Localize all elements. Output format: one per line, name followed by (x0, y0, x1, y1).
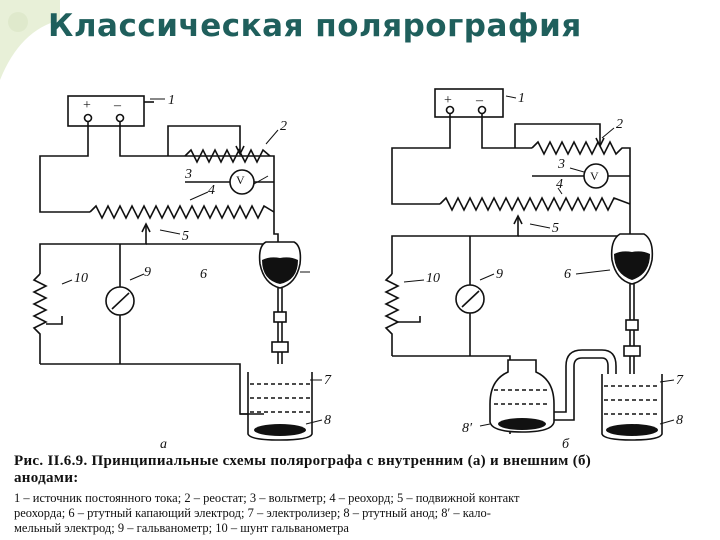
label-b-8-prime: 8′ (462, 421, 473, 436)
minus-sign-b: – (475, 93, 484, 108)
rheochord-b (439, 196, 631, 212)
voltmeter-symbol-a: V (236, 173, 245, 187)
label-b-1: 1 (518, 91, 525, 106)
label-a-4: 4 (208, 183, 215, 198)
label-b-6: 6 (564, 267, 571, 282)
label-a-10: 10 (74, 271, 88, 286)
rheostat-a (184, 148, 271, 164)
label-b-2: 2 (616, 117, 623, 132)
page-title: Классическая полярография (48, 8, 582, 44)
polarograph-diagrams: + – 1 2 3 4 5 6 7 8 9 10 V а + – 1 2 3 4… (32, 88, 684, 452)
label-b-8: 8 (676, 413, 683, 428)
calomel-flask (489, 359, 555, 433)
caption-title-line-1: Рис. II.6.9. Принципиальные схемы поляро… (14, 453, 592, 469)
label-b-3: 3 (557, 157, 565, 172)
corner-decoration (0, 0, 60, 80)
diagram-a (32, 95, 323, 441)
power-source-a (67, 95, 145, 127)
shunt-a (32, 273, 48, 364)
label-a-6: 6 (200, 267, 207, 282)
caption-line-1: 1 – источник постоянного тока; 2 – реост… (14, 491, 520, 505)
label-a-3: 3 (184, 167, 192, 182)
label-a-7: 7 (324, 373, 332, 388)
electrolyzer-a (247, 372, 313, 441)
label-b-10: 10 (426, 271, 440, 286)
label-a-8: 8 (324, 413, 331, 428)
power-source-b (434, 88, 504, 118)
panel-label-b: б (562, 437, 570, 452)
plus-sign-b: + (444, 93, 452, 108)
caption-line-2: реохорда; 6 – ртутный капающий электрод;… (14, 506, 491, 520)
minus-sign-a: – (113, 98, 122, 113)
label-a-1: 1 (168, 93, 175, 108)
plus-sign-a: + (83, 98, 91, 113)
label-a-2: 2 (280, 119, 287, 134)
caption-line-3: мельный электрод; 9 – гальванометр; 10 –… (14, 521, 349, 535)
label-a-5: 5 (182, 229, 189, 244)
electrolyzer-b (601, 374, 663, 441)
caption-title-line-2: анодами: (14, 470, 79, 486)
label-b-5: 5 (552, 221, 559, 236)
label-b-7: 7 (676, 373, 684, 388)
voltmeter-symbol-b: V (590, 169, 599, 183)
label-b-9: 9 (496, 267, 503, 282)
rheostat-b (531, 140, 631, 204)
salt-bridge (554, 349, 617, 413)
panel-label-a: а (160, 437, 167, 452)
diagram-b (384, 88, 675, 441)
figure-caption-title: Рис. II.6.9. Принципиальные схемы поляро… (14, 453, 591, 487)
label-a-9: 9 (144, 265, 151, 280)
label-b-4: 4 (556, 177, 563, 192)
rheochord-a (89, 204, 275, 220)
shunt-b (384, 273, 400, 356)
